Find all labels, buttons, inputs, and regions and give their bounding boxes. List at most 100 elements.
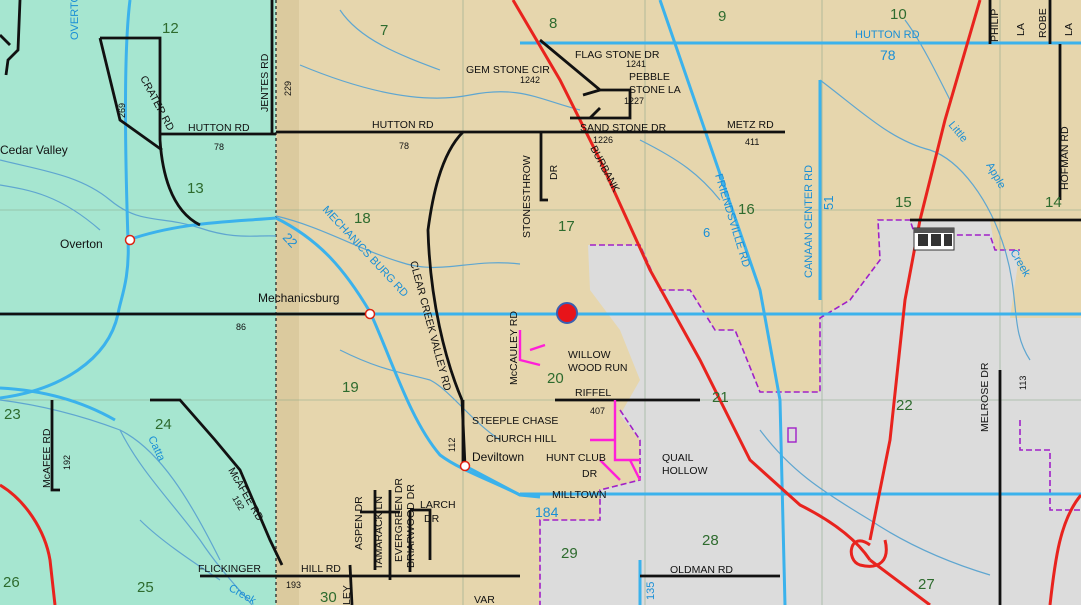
section-numbers: 12 7 8 9 10 13 18 17 16 15 14 19 20 21 2… xyxy=(3,6,1062,605)
label-hill-rd: HILL RD xyxy=(301,563,341,575)
place-deviltown: Deviltown xyxy=(472,450,524,464)
label-flickinger: FLICKINGER xyxy=(198,563,261,575)
section-12: 12 xyxy=(162,20,179,37)
place-overton: Overton xyxy=(60,237,103,251)
label-robe: ROBE xyxy=(1037,8,1049,38)
label-stonesthrow: STONESTHROW xyxy=(521,155,533,238)
section-25: 25 xyxy=(137,579,154,596)
route-411: 411 xyxy=(745,137,759,147)
route-135: 135 xyxy=(645,582,657,600)
label-riffel: RIFFEL xyxy=(575,387,611,399)
municipal-area-east xyxy=(820,220,1020,318)
municipal-area-south xyxy=(540,245,1081,605)
label-hunt-club: HUNT CLUB xyxy=(546,452,606,464)
section-19: 19 xyxy=(342,379,359,396)
section-30: 30 xyxy=(320,589,337,605)
label-stonesthrow-dr: DR xyxy=(548,164,560,180)
label-hofman-rd: HOFMAN RD xyxy=(1059,126,1071,190)
route-113: 113 xyxy=(1018,376,1028,390)
label-jentes-rd: JENTES RD xyxy=(259,53,271,112)
section-22: 22 xyxy=(896,397,913,414)
label-hollow: HOLLOW xyxy=(662,465,708,477)
label-briarwood-dr: BRIARWOOD DR xyxy=(405,484,417,568)
overton-marker xyxy=(124,234,136,246)
route-78-w: 78 xyxy=(214,142,224,152)
route-184: 184 xyxy=(535,504,559,520)
section-10: 10 xyxy=(890,6,907,23)
section-26: 26 xyxy=(3,574,20,591)
section-20: 20 xyxy=(547,370,564,387)
label-milltown: MILLTOWN xyxy=(552,489,606,501)
label-hunt-club-dr: DR xyxy=(582,468,598,480)
label-tamarack-ln: TAMARACK LN xyxy=(373,496,385,570)
label-mccauley-rd: McCAULEY RD xyxy=(508,311,520,385)
place-cedar-valley: Cedar Valley xyxy=(0,143,68,157)
label-larch: LARCH xyxy=(420,499,456,511)
mechanicsburg-marker xyxy=(364,308,376,320)
label-quail: QUAIL xyxy=(662,452,694,464)
label-larch-dr: DR xyxy=(424,513,440,525)
label-melrose-dr: MELROSE DR xyxy=(979,362,991,432)
label-robe-la: LA xyxy=(1063,23,1075,36)
label-wood-run: WOOD RUN xyxy=(568,362,628,374)
section-16: 16 xyxy=(738,201,755,218)
route-229: 229 xyxy=(283,81,293,96)
section-7: 7 xyxy=(380,22,388,39)
zone-stipple-strip xyxy=(277,0,299,605)
label-gem-stone-cir: GEM STONE CIR xyxy=(466,64,550,76)
route-1226: 1226 xyxy=(593,135,613,145)
label-ley: LEY xyxy=(341,585,353,605)
location-marker[interactable] xyxy=(556,302,578,324)
small-parcel xyxy=(787,427,797,443)
route-192-a: 192 xyxy=(62,455,72,470)
section-13: 13 xyxy=(187,180,204,197)
label-steeple-chase: STEEPLE CHASE xyxy=(472,415,558,427)
label-metz-rd: METZ RD xyxy=(727,119,774,131)
label-pebble: PEBBLE xyxy=(629,71,670,83)
label-evergreen-dr: EVERGREEN DR xyxy=(393,478,405,562)
label-church-hill: CHURCH HILL xyxy=(486,433,557,445)
section-9: 9 xyxy=(718,8,726,25)
section-27: 27 xyxy=(918,576,935,593)
label-flag-stone-dr: FLAG STONE DR xyxy=(575,49,660,61)
label-sand-stone-dr: SAND STONE DR xyxy=(580,122,667,134)
label-aspen-dr: ASPEN DR xyxy=(353,496,365,550)
section-24: 24 xyxy=(155,416,172,433)
route-1242: 1242 xyxy=(520,75,540,85)
label-willow: WILLOW xyxy=(568,349,611,361)
municipal-boundary-east-south xyxy=(1019,420,1081,511)
section-8: 8 xyxy=(549,15,557,32)
route-1241: 1241 xyxy=(626,59,646,69)
section-21: 21 xyxy=(712,389,729,406)
section-15: 15 xyxy=(895,194,912,211)
route-6: 6 xyxy=(703,225,710,240)
section-28: 28 xyxy=(702,532,719,549)
label-var: VAR xyxy=(474,594,495,605)
label-stone-la: STONE LA xyxy=(629,84,681,96)
municipal-boundary-south xyxy=(539,409,641,605)
label-oldman-rd: OLDMAN RD xyxy=(670,564,733,576)
label-hutton-rd-w: HUTTON RD xyxy=(188,122,250,134)
section-23: 23 xyxy=(4,406,21,423)
label-philip: PHILIP xyxy=(989,9,1001,42)
route-86: 86 xyxy=(236,322,246,332)
label-hutton-rd-c: HUTTON RD xyxy=(372,119,434,131)
route-1227: 1227 xyxy=(624,96,644,106)
route-193: 193 xyxy=(286,580,301,590)
label-canaan-center-rd: CANAAN CENTER RD xyxy=(803,165,815,278)
route-269: 269 xyxy=(117,103,127,118)
subdivision-roads xyxy=(518,330,642,481)
route-78-c: 78 xyxy=(399,141,409,151)
section-17: 17 xyxy=(558,218,575,235)
label-philip-la: LA xyxy=(1015,23,1027,36)
creeks xyxy=(0,9,1031,605)
section-29: 29 xyxy=(561,545,578,562)
deviltown-marker xyxy=(459,460,471,472)
zone-west-township xyxy=(0,0,276,605)
section-18: 18 xyxy=(354,210,371,227)
section-14: 14 xyxy=(1045,194,1062,211)
label-mcafee-rd-v: McAFEE RD xyxy=(41,428,53,488)
